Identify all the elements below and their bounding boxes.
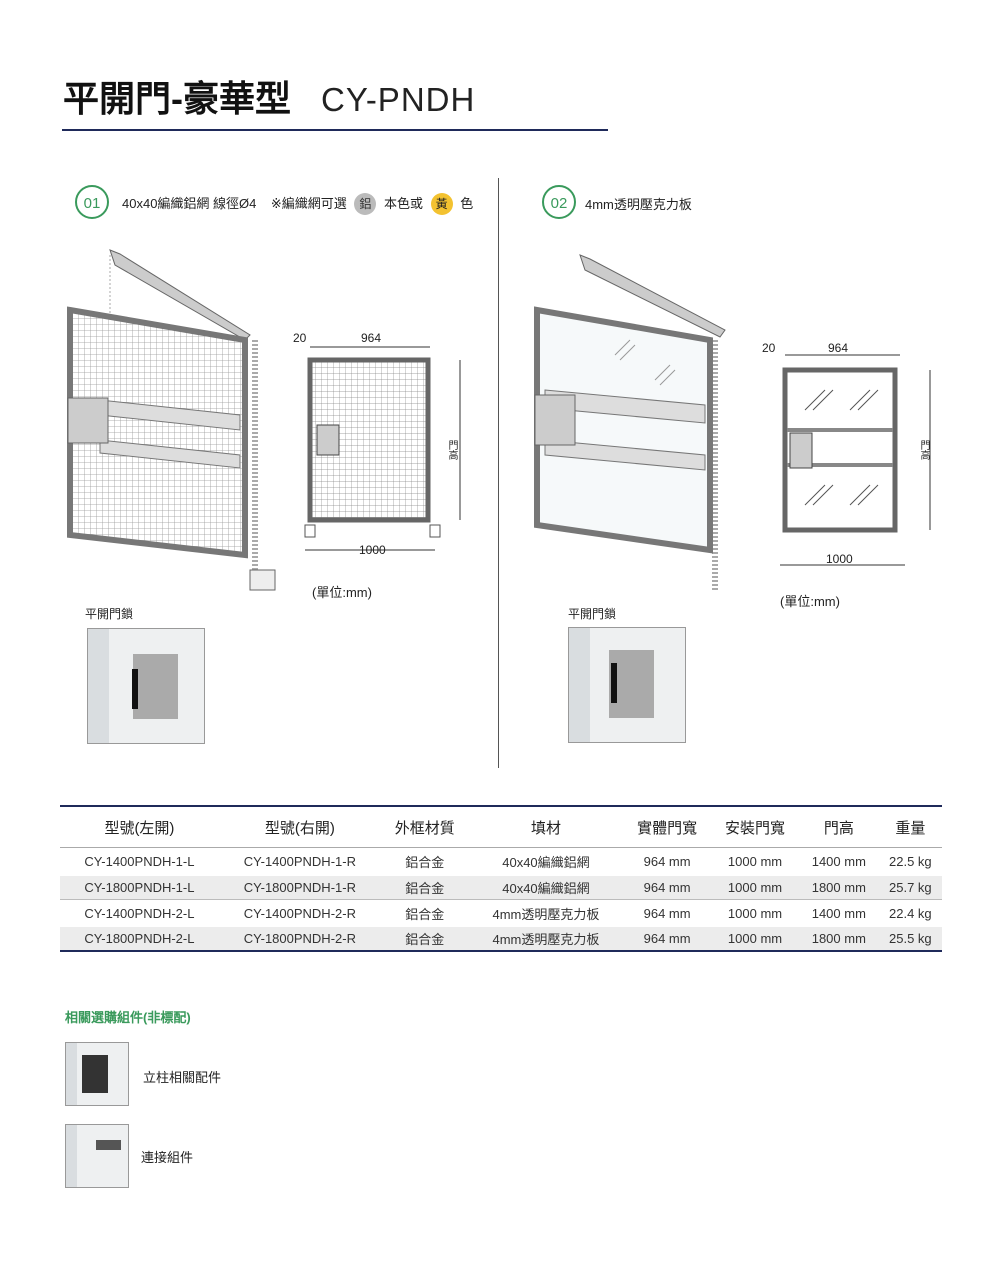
table-cell: 1400 mm xyxy=(798,898,879,927)
connector-photo xyxy=(65,1124,129,1188)
table-cell: 1000 mm xyxy=(711,898,799,927)
post-accessory-photo xyxy=(65,1042,129,1106)
table-cell: 964 mm xyxy=(643,854,691,870)
option-number-01: 01 xyxy=(75,185,109,219)
table-cell: 964 mm xyxy=(623,927,712,950)
option1-note: ※編織網可選 xyxy=(270,196,347,211)
color-swatch-yellow: 黃 xyxy=(430,193,453,215)
table-cell: 1800 mm xyxy=(798,927,879,950)
table-cell: 40x40編織鋁網 xyxy=(468,875,624,899)
option1-text: 40x40編織鋁網 線徑Ø4 xyxy=(122,196,257,211)
col-install-width: 安裝門寬 xyxy=(711,807,799,848)
unit-label-right: (單位:mm) xyxy=(780,594,840,609)
table-cell: CY-1400PNDH-1-L xyxy=(84,854,195,870)
dim-height: 門高 xyxy=(446,440,457,460)
option1-end: 色 xyxy=(460,196,474,211)
col-model-left: 型號(左開) xyxy=(60,807,219,848)
option2-text: 4mm透明壓克力板 xyxy=(585,197,692,212)
table-cell: 22.4 kg xyxy=(878,898,942,927)
col-fill: 填材 xyxy=(468,807,624,848)
col-frame: 外框材質 xyxy=(380,807,469,848)
table-cell: 4mm透明壓克力板 xyxy=(468,927,624,950)
dim-964: 964 xyxy=(361,331,382,345)
title-zh: 平開門-豪華型 xyxy=(63,78,291,119)
table-cell: CY-1400PNDH-1-R xyxy=(243,854,356,870)
lock-photo xyxy=(87,628,205,744)
col-weight: 重量 xyxy=(878,807,942,848)
lock-label-right: 平開門鎖 xyxy=(568,607,617,621)
mesh-door-dimension-drawing xyxy=(304,346,461,551)
table-cell: 22.5 kg xyxy=(889,854,932,870)
dim-1000-right: 1000 xyxy=(826,552,853,566)
table-cell: 1000 mm xyxy=(711,875,799,899)
table-cell: 964 mm xyxy=(623,875,712,899)
unit-label: (單位:mm) xyxy=(312,585,372,600)
title-en: CY-PNDH xyxy=(321,81,476,118)
table-cell: 964 mm xyxy=(623,898,712,927)
table-cell: CY-1800PNDH-2-R xyxy=(218,927,381,950)
accessory-connector-label: 連接組件 xyxy=(141,1150,194,1165)
title-underline xyxy=(62,129,608,131)
table-cell: 1000 mm xyxy=(727,854,783,870)
table-cell: CY-1800PNDH-1-L xyxy=(60,875,219,899)
table-cell: 25.7 kg xyxy=(878,875,942,899)
acrylic-door-dimension-drawing xyxy=(780,354,931,566)
acrylic-door-3d-illustration xyxy=(534,254,726,590)
col-height: 門高 xyxy=(798,807,879,848)
table-cell: 1400 mm xyxy=(811,854,866,870)
table-cell: 鋁合金 xyxy=(380,898,469,927)
table-cell: CY-1800PNDH-2-L xyxy=(60,927,219,950)
table-row: CY-1400PNDH-1-L CY-1400PNDH-1-R 鋁合金 40x40編織… xyxy=(60,848,942,876)
table-cell: CY-1400PNDH-2-R xyxy=(218,898,381,927)
table-cell: 鋁合金 xyxy=(405,855,445,871)
accessory-post-label: 立柱相關配件 xyxy=(143,1070,222,1085)
page-title: 平開門-豪華型 CY-PNDH xyxy=(63,70,475,122)
table-cell: 40x40編織鋁網 xyxy=(502,855,590,871)
table-cell: 4mm透明壓克力板 xyxy=(468,898,624,927)
table-cell: 25.5 kg xyxy=(878,927,942,950)
table-cell: 1800 mm xyxy=(798,875,879,899)
dim-height-right: 門高 xyxy=(918,440,929,460)
color-swatch-aluminum: 鋁 xyxy=(354,193,377,215)
option1-caption: 40x40編織鋁網 線徑Ø4 ※編織網可選 鋁 本色或 黃 色 xyxy=(122,193,473,215)
table-cell: CY-1400PNDH-2-L xyxy=(60,898,219,927)
section-divider xyxy=(498,178,499,768)
spec-table: 型號(左開) 型號(右開) 外框材質 填材 實體門寬 安裝門寬 門高 重量 CY… xyxy=(60,805,942,952)
table-cell: 1000 mm xyxy=(711,927,799,950)
lock-label: 平開門鎖 xyxy=(85,607,134,621)
lock-photo-right xyxy=(568,627,686,743)
table-cell: CY-1800PNDH-1-R xyxy=(218,875,381,899)
col-model-right: 型號(右開) xyxy=(218,807,381,848)
option-number-02: 02 xyxy=(542,185,576,219)
table-cell: 鋁合金 xyxy=(380,927,469,950)
dim-20-right: 20 xyxy=(762,341,776,355)
table-cell: 鋁合金 xyxy=(380,875,469,899)
option1-mid: 本色或 xyxy=(383,196,423,211)
dim-1000: 1000 xyxy=(359,543,386,557)
dim-964-right: 964 xyxy=(828,341,849,355)
dim-20: 20 xyxy=(293,331,307,345)
mesh-door-3d-illustration xyxy=(67,249,276,591)
col-actual-width: 實體門寬 xyxy=(623,807,712,848)
accessories-heading: 相關選購組件(非標配) xyxy=(65,1010,191,1025)
